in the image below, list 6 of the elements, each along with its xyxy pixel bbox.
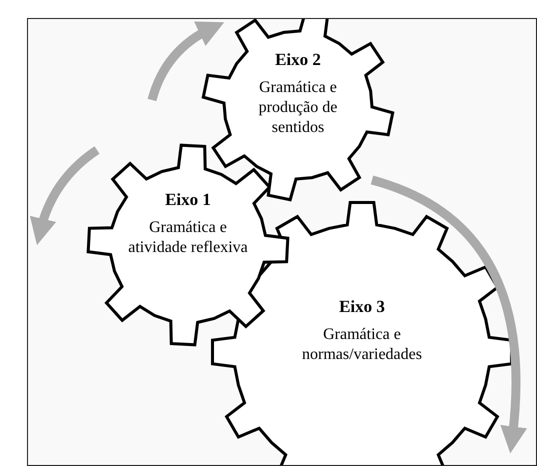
gear-heading: Eixo 2: [274, 50, 322, 70]
gear-description: Gramática e atividade reflexiva: [128, 218, 248, 258]
gear-heading: Eixo 3: [338, 297, 386, 317]
gear-description: Gramática e normas/variedades: [301, 325, 423, 365]
gear-description: Gramática e produção de sentidos: [258, 78, 338, 138]
gear-heading: Eixo 1: [164, 190, 212, 210]
